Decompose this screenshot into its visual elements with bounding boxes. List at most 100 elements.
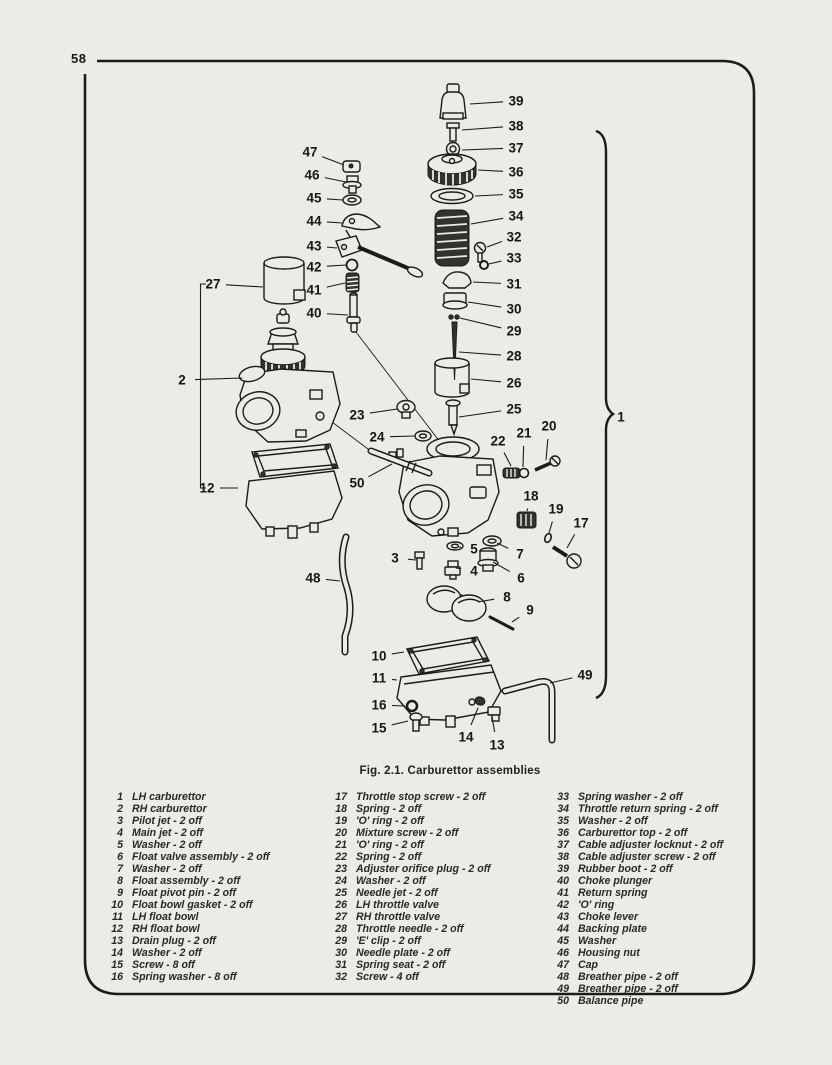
part-label: Washer: [578, 935, 617, 947]
leader-line: [321, 156, 345, 166]
callout-number: 27: [205, 277, 220, 292]
leader-line: [459, 317, 502, 329]
part-label: RH float bowl: [132, 923, 200, 935]
part-label: Carburettor top - 2 off: [578, 827, 688, 839]
part-label: 'O' ring - 2 off: [356, 815, 424, 827]
parts-list-item: 25 Needle jet - 2 off: [327, 887, 542, 899]
part-label: Main jet - 2 off: [132, 827, 204, 839]
leader-line: [455, 567, 462, 570]
part-label: Return spring: [578, 887, 648, 899]
callout-number: 29: [506, 324, 521, 339]
part-number: 10: [111, 899, 123, 911]
leader-line: [470, 707, 479, 726]
part-label: Float pivot pin - 2 off: [132, 887, 236, 899]
part-number: 6: [117, 851, 123, 863]
leader-line: [458, 410, 502, 418]
part-label: Spring - 2 off: [356, 851, 422, 863]
part-number: 1: [117, 791, 123, 803]
part-label: Drain plug - 2 off: [132, 935, 216, 947]
part-number: 40: [557, 875, 569, 887]
part-label: RH throttle valve: [356, 911, 441, 923]
callout-number: 44: [306, 214, 322, 229]
leader-line: [461, 126, 504, 131]
part-number: 17: [335, 791, 347, 803]
part-number: 31: [335, 959, 347, 971]
leader-line: [325, 578, 341, 582]
part-label: Throttle needle - 2 off: [356, 923, 464, 935]
parts-list-item: 42'O' ring: [549, 899, 749, 911]
callout-number: 42: [306, 260, 321, 275]
part-number: 24: [335, 875, 347, 887]
callout-number: 45: [306, 191, 322, 206]
part-number: 25: [335, 887, 347, 899]
parts-list-item: 29'E' clip - 2 off: [327, 935, 542, 947]
leader-line: [503, 452, 512, 467]
part-label: Washer - 2 off: [132, 839, 202, 851]
part-number: 46: [557, 947, 569, 959]
assembly-brace: [595, 129, 616, 700]
leader-line: [486, 240, 503, 248]
part-number: 16: [111, 971, 123, 983]
part-label: Balance pipe: [578, 995, 644, 1007]
leader-line: [472, 281, 502, 284]
part-number: 5: [117, 839, 123, 851]
part-label: Needle jet - 2 off: [356, 887, 438, 899]
leader-line: [526, 508, 529, 512]
part-number: 29: [335, 935, 347, 947]
part-number: 50: [557, 995, 569, 1007]
part-number: 48: [557, 971, 569, 983]
callout-number: 38: [508, 119, 524, 134]
leader-line: [549, 677, 573, 684]
callout-number: 40: [306, 306, 321, 321]
callout-number: 47: [302, 145, 317, 160]
part-label: Cable adjuster locknut - 2 off: [578, 839, 724, 851]
part-number: 22: [335, 851, 347, 863]
part-number: 41: [557, 887, 569, 899]
part-label: Washer - 2 off: [132, 947, 202, 959]
part-number: 15: [111, 959, 123, 971]
callout-number: 34: [508, 209, 524, 224]
callout-number: 2: [178, 373, 186, 388]
leader-line: [326, 198, 344, 201]
part-number: 42: [557, 899, 569, 911]
callout-number: 16: [371, 698, 387, 713]
leader-line: [545, 438, 549, 461]
part-number: 19: [335, 815, 347, 827]
part-label: Float valve assembly - 2 off: [132, 851, 270, 863]
part-number: 9: [117, 887, 123, 899]
callout-bracket-27-12: [199, 283, 206, 489]
part-number: 47: [557, 959, 569, 971]
part-number: 8: [117, 875, 123, 887]
part-label: 'O' ring - 2 off: [356, 839, 424, 851]
leader-line: [477, 598, 495, 603]
part-label: Adjuster orifice plug - 2 off: [356, 863, 491, 875]
callout-number: 23: [349, 408, 365, 423]
part-label: Cable adjuster screw - 2 off: [578, 851, 716, 863]
callout-number: 7: [516, 547, 524, 562]
part-label: Throttle stop screw - 2 off: [356, 791, 486, 803]
part-label: Throttle return spring - 2 off: [578, 803, 718, 815]
leader-line: [470, 217, 504, 225]
callout-number: 18: [523, 489, 539, 504]
part-label: Washer - 2 off: [578, 815, 648, 827]
callout-number: 13: [489, 738, 505, 753]
